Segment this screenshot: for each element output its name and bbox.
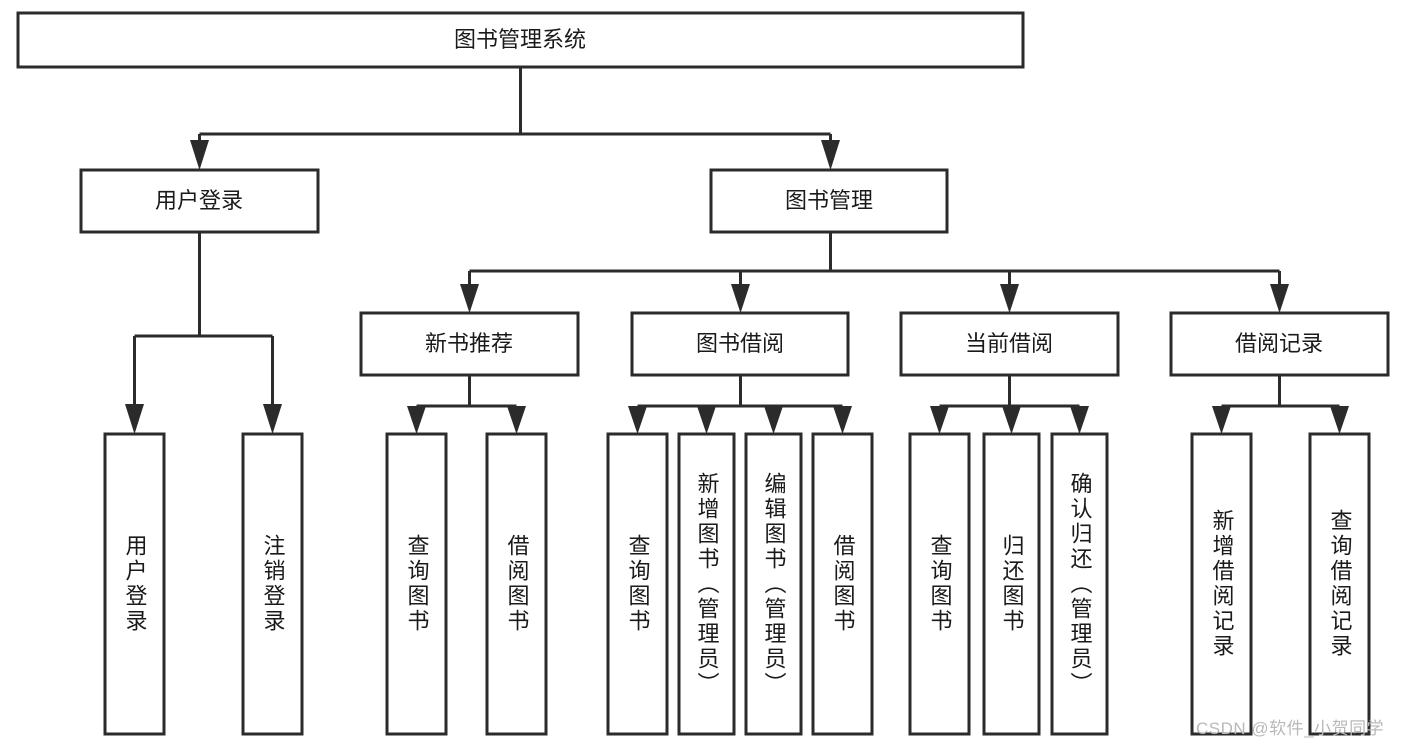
- arrowhead-root-to-book-management: [821, 140, 840, 170]
- arrowhead-cb-to-leaf1: [930, 406, 949, 434]
- arrowhead-bm-to-book-borrow: [731, 284, 750, 313]
- leaf-query-book-2-box[interactable]: [606, 432, 669, 736]
- leaf-edit-book-box[interactable]: [744, 432, 803, 736]
- connector-layer: [125, 67, 1349, 434]
- arrowhead-bb-to-leaf1: [628, 406, 647, 434]
- arrowhead-bb-to-leaf4: [833, 406, 852, 434]
- arrowhead-bm-to-borrow-record: [1270, 284, 1289, 313]
- arrowhead-br-to-leaf1: [1212, 406, 1231, 434]
- node-book-borrow[interactable]: 图书借阅: [630, 311, 850, 377]
- leaf-add-record-box[interactable]: [1190, 432, 1253, 736]
- leaf-box-layer: [103, 432, 1371, 736]
- node-current-borrow[interactable]: 当前借阅: [899, 311, 1120, 377]
- node-new-book-recommend-label: 新书推荐: [425, 331, 513, 356]
- leaf-add-book-box[interactable]: [677, 432, 736, 736]
- node-book-borrow-label: 图书借阅: [696, 331, 784, 356]
- node-book-management-label: 图书管理: [785, 188, 873, 213]
- node-borrow-record-box[interactable]: [1169, 311, 1390, 377]
- leaf-borrow-book-1-box[interactable]: [485, 432, 548, 736]
- node-user-login[interactable]: 用户登录: [79, 168, 320, 234]
- node-book-borrow-box[interactable]: [630, 311, 850, 377]
- leaf-logout-box[interactable]: [241, 432, 304, 736]
- arrowhead-new-book-to-leaf2: [507, 406, 526, 434]
- leaf-confirm-return-box[interactable]: [1050, 432, 1109, 736]
- leaf-user-login-box[interactable]: [103, 432, 166, 736]
- node-user-login-label: 用户登录: [155, 188, 243, 213]
- node-current-borrow-box[interactable]: [899, 311, 1120, 377]
- arrowhead-br-to-leaf2: [1330, 406, 1349, 434]
- node-root[interactable]: 图书管理系统: [16, 11, 1025, 69]
- csdn-watermark: CSDN @软件_小贺同学: [1196, 719, 1385, 738]
- arrowhead-user-login-to-leaf2: [263, 404, 282, 434]
- arrowhead-cb-to-leaf3: [1070, 406, 1089, 434]
- leaf-query-record-box[interactable]: [1308, 432, 1371, 736]
- arrowhead-new-book-to-leaf1: [407, 406, 426, 434]
- node-current-borrow-label: 当前借阅: [965, 331, 1053, 356]
- arrowhead-bb-to-leaf2: [697, 406, 716, 434]
- node-book-management-box[interactable]: [709, 168, 949, 234]
- node-root-box[interactable]: [16, 11, 1025, 69]
- arrowhead-root-to-user-login: [190, 140, 209, 170]
- node-root-label: 图书管理系统: [454, 27, 586, 52]
- leaf-query-book-1-box[interactable]: [385, 432, 448, 736]
- node-book-management[interactable]: 图书管理: [709, 168, 949, 234]
- arrowhead-bb-to-leaf3: [764, 406, 783, 434]
- node-borrow-record-label: 借阅记录: [1235, 331, 1323, 356]
- leaf-return-book-box[interactable]: [982, 432, 1041, 736]
- node-borrow-record[interactable]: 借阅记录: [1169, 311, 1390, 377]
- arrowhead-bm-to-new-book: [460, 284, 479, 313]
- arrowhead-bm-to-current-borrow: [1000, 284, 1019, 313]
- node-new-book-recommend-box[interactable]: [359, 311, 580, 377]
- leaf-borrow-book-2-box[interactable]: [811, 432, 874, 736]
- leaf-query-book-3-box[interactable]: [908, 432, 971, 736]
- arrowhead-cb-to-leaf2: [1002, 406, 1021, 434]
- node-user-login-box[interactable]: [79, 168, 320, 234]
- node-new-book-recommend[interactable]: 新书推荐: [359, 311, 580, 377]
- arrowhead-user-login-to-leaf1: [125, 404, 144, 434]
